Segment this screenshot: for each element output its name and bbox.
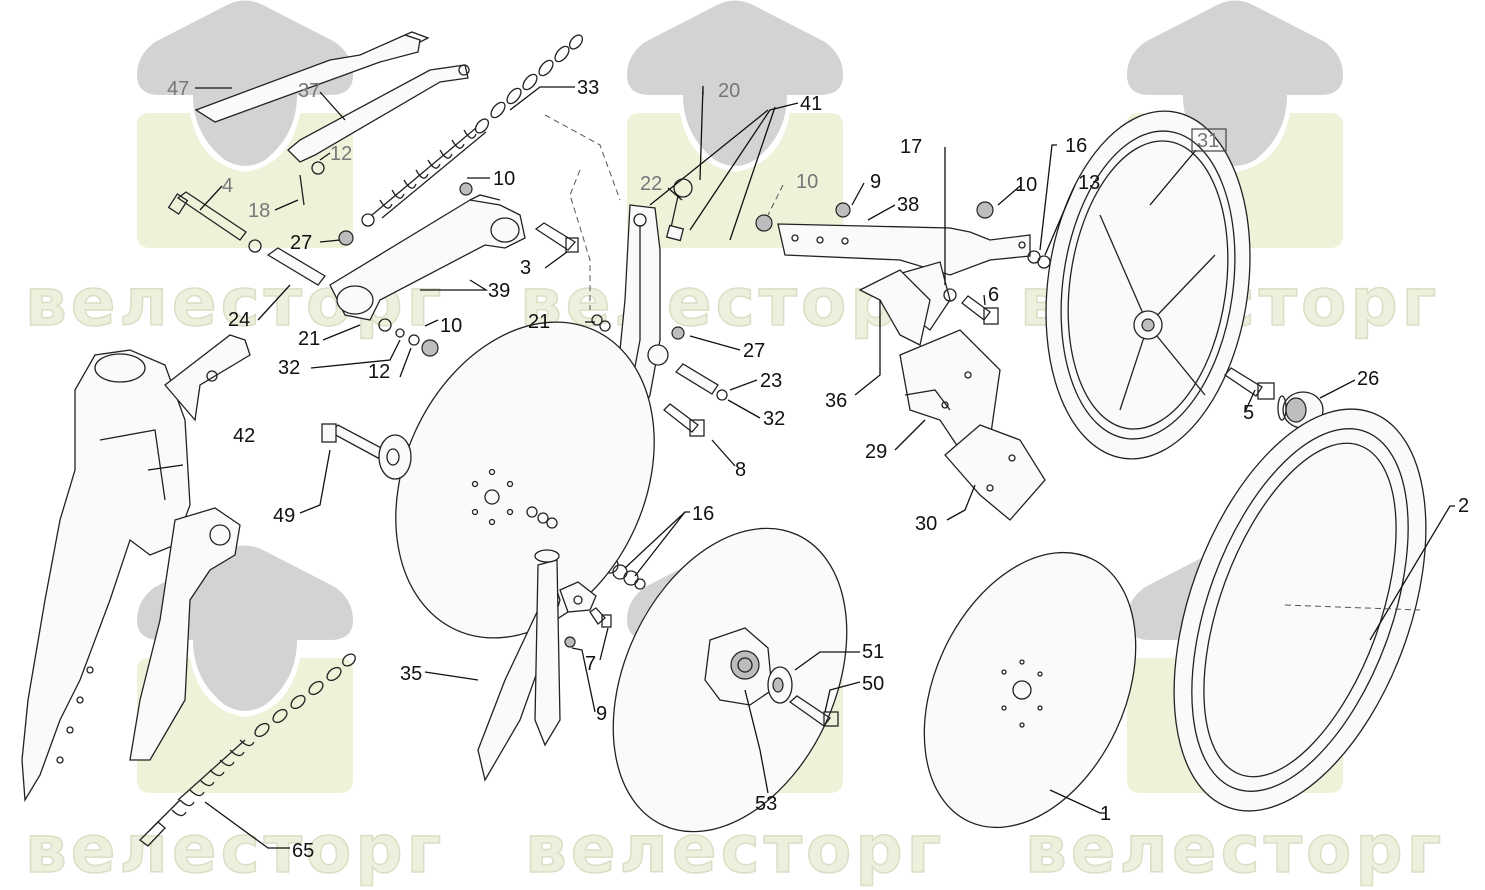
disc-1 (923, 551, 1137, 829)
callout-42: 42 (233, 425, 255, 447)
parts-drawing (21, 31, 1427, 847)
bolt-50 (788, 695, 839, 727)
callout-65: 65 (292, 840, 314, 862)
callout-39: 39 (488, 280, 510, 302)
callout-8: 8 (735, 459, 746, 481)
frame-39 (329, 199, 526, 321)
disc-large (395, 321, 655, 639)
callout-24: 24 (228, 309, 250, 331)
callout-10: 10 (440, 315, 462, 337)
callout-9: 9 (596, 703, 607, 725)
callout-36: 36 (825, 390, 847, 412)
callout-32: 32 (763, 408, 785, 430)
callout-16: 16 (1065, 135, 1087, 157)
watermark-logo (137, 0, 353, 248)
callout-1: 1 (1100, 803, 1111, 825)
bolt-3 (534, 222, 579, 253)
callout-27: 27 (290, 232, 312, 254)
callout-18: 18 (248, 200, 270, 222)
callout-21: 21 (298, 328, 320, 350)
callout-51: 51 (862, 641, 884, 663)
callout-4: 4 (222, 175, 233, 197)
bolt-4 (167, 191, 262, 253)
bolt-7 (589, 607, 612, 628)
callout-3: 3 (520, 257, 531, 279)
blade-30 (944, 424, 1046, 521)
callout-10: 10 (493, 168, 515, 190)
chain-33 (474, 34, 584, 134)
watermark-text: велесторг (1025, 811, 1445, 888)
callout-27: 27 (743, 340, 765, 362)
callout-2: 2 (1458, 495, 1469, 517)
callout-41: 41 (800, 93, 822, 115)
watermark-logo (627, 0, 843, 248)
callout-21: 21 (528, 311, 550, 333)
press-wheel-31 (1045, 110, 1251, 460)
bolt-8 (663, 403, 705, 437)
callout-5: 5 (1243, 402, 1254, 424)
callout-32: 32 (278, 357, 300, 379)
callout-17: 17 (900, 136, 922, 158)
bolt-5 (1224, 367, 1275, 400)
callout-10: 10 (1015, 174, 1037, 196)
callout-26: 26 (1357, 368, 1379, 390)
callout-13: 13 (1078, 172, 1100, 194)
callout-12: 12 (330, 143, 352, 165)
watermark-text: велесторг (525, 811, 945, 888)
lever-37 (287, 64, 469, 163)
bolt-49 (321, 423, 412, 480)
spring-chain-65 (139, 653, 356, 847)
watermark-text: велесторг (25, 811, 445, 888)
coulter-35 (477, 549, 597, 782)
callout-53: 53 (755, 793, 777, 815)
callout-35: 35 (400, 663, 422, 685)
callout-37: 37 (298, 80, 320, 102)
callout-23: 23 (760, 370, 782, 392)
bolt-6 (961, 295, 999, 325)
callout-31: 31 (1197, 130, 1219, 152)
callout-6: 6 (988, 284, 999, 306)
spring-top (361, 127, 487, 227)
frame-42 (21, 334, 251, 803)
callout-38: 38 (897, 194, 919, 216)
callout-9: 9 (870, 171, 881, 193)
callout-7: 7 (585, 653, 596, 675)
callout-16: 16 (692, 503, 714, 525)
callout-22: 22 (640, 173, 662, 195)
callout-33: 33 (577, 77, 599, 99)
leader-lines (147, 85, 1455, 849)
callout-20: 20 (718, 80, 740, 102)
lever-47 (194, 34, 421, 123)
bracket-38 (777, 223, 1031, 276)
callout-29: 29 (865, 441, 887, 463)
callout-labels: 47 37 33 12 4 18 10 27 3 24 39 21 10 32 … (167, 77, 1469, 862)
callout-47: 47 (167, 78, 189, 100)
callout-49: 49 (273, 505, 295, 527)
pin-24 (266, 247, 326, 286)
callout-50: 50 (862, 673, 884, 695)
tire-2 (1173, 408, 1427, 812)
callout-10: 10 (796, 171, 818, 193)
callout-31-box (1191, 128, 1227, 152)
callout-12: 12 (368, 361, 390, 383)
callout-30: 30 (915, 513, 937, 535)
pin-23 (675, 363, 719, 395)
